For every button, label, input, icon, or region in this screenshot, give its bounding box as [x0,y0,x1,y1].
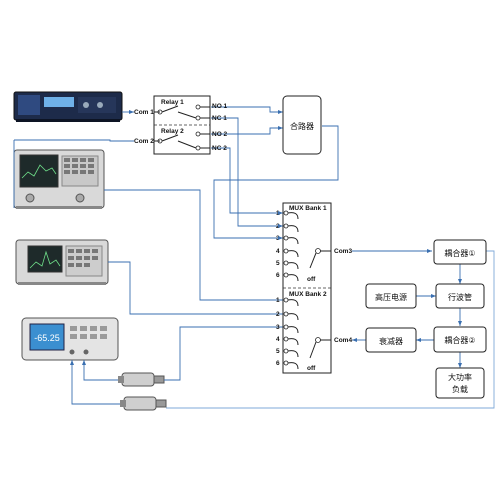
mux-bank2-label: MUX Bank 2 [289,291,327,298]
relay-box: Relay 1 Relay 2 [153,95,211,155]
load-label-line1: 大功率 [448,372,472,382]
bank2-port-1: 1 [276,297,280,304]
mux-bank1-label: MUX Bank 1 [289,205,327,212]
power-meter-reading: -65.25 [34,333,60,343]
bank2-port-5: 5 [276,348,280,355]
no2-label: NO 2 [212,131,228,138]
signal-generator-instrument [13,91,123,122]
bank2-port-2: 2 [276,311,280,318]
hv-supply-label: 高压电源 [375,292,407,302]
wire-na-bank2 [104,189,283,301]
arrowheads [70,110,462,368]
com2-label: Com 2 [134,138,154,145]
com4-label: Com4 [334,337,352,344]
bank2-port-4: 4 [276,336,280,343]
connection-wires [13,106,495,409]
power-sensor-1 [118,372,165,387]
combiner-label: 合路器 [290,121,314,131]
bank1-port-6: 6 [276,272,280,279]
wire-sensor1-bank2 [164,326,283,381]
bank1-port-4: 4 [276,248,280,255]
hv-supply-box: 高压电源 [365,283,417,309]
wire-na-com2 [14,139,134,142]
no1-label: NO 1 [212,103,228,110]
combiner-box: 合路器 [282,95,322,155]
wire-no2-combiner [211,127,283,135]
mux-bank1-off: off [307,276,316,283]
mux-bank2-off: off [307,365,316,372]
spectrum-analyzer-instrument [15,239,109,285]
mux-bank2-ports [283,297,331,370]
load-box: 大功率 负载 [435,367,485,399]
bank2-port-3: 3 [276,324,280,331]
power-sensor-2 [120,396,167,411]
mux-bank1-ports [283,210,331,282]
attenuator-label: 衰减器 [379,336,403,346]
relay2-label: Relay 2 [161,128,184,135]
coupler1-label: 耦合器① [444,248,475,258]
relay1-label: Relay 1 [161,99,184,106]
bank2-port-6: 6 [276,360,280,367]
nc1-label: NC 1 [212,115,227,122]
com1-label: Com 1 [134,109,154,116]
bank1-port-5: 5 [276,260,280,267]
wire-nc2-mux [211,147,283,214]
wire-nc1-mux [211,117,283,227]
nc2-label: NC 2 [212,145,227,152]
coupler1-box: 耦合器① [433,239,487,265]
twt-box: 行波管 [435,283,485,309]
wire-no1-combiner [211,106,283,113]
mux-port-numbers: 1 2 3 4 5 6 1 2 3 4 5 6 [276,210,280,367]
coupler2-box: 耦合器② [433,326,487,353]
mux-box: MUX Bank 1 MUX Bank 2 [282,202,332,374]
wire-sensor1-meter [83,360,118,381]
power-meter-instrument: -65.25 [21,317,119,361]
attenuator-box: 衰减器 [365,327,417,353]
wire-coupler1-sensor2 [166,250,495,409]
coupler2-label: 耦合器② [444,335,475,345]
network-analyzer-instrument [13,149,105,209]
twt-label: 行波管 [448,292,472,302]
wire-combiner-mux [213,125,339,239]
wire-sensor2-meter [71,360,120,405]
load-label-line2: 负载 [452,384,468,394]
wire-sa-bank2 [108,261,283,315]
com3-label: Com3 [334,248,352,255]
